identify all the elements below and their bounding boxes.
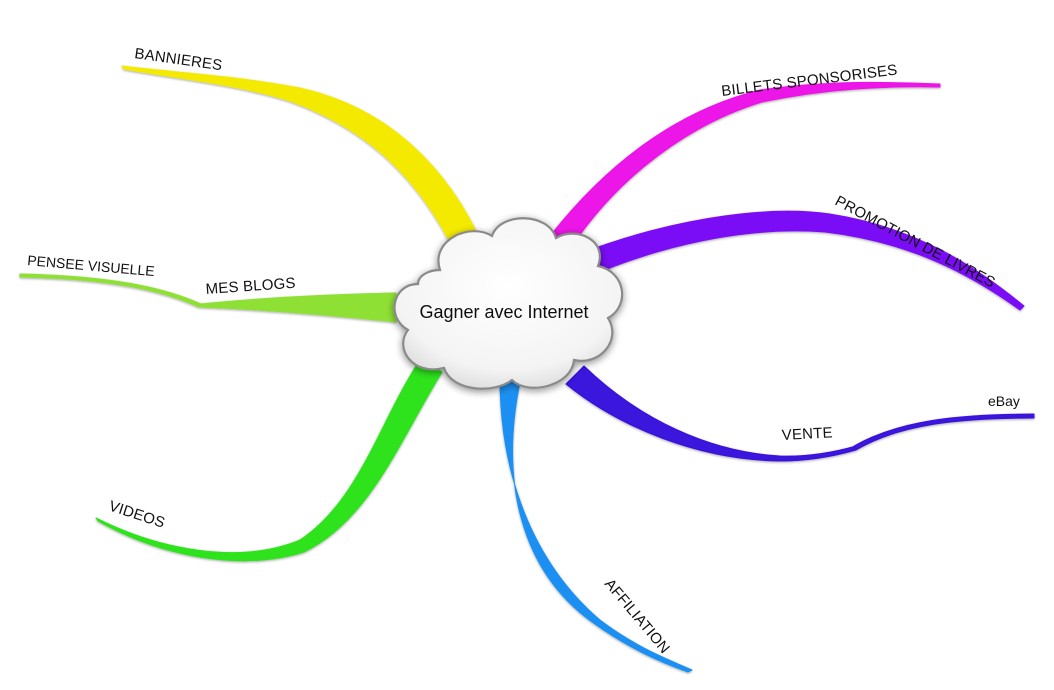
label-promotion-de-livres[interactable]: PROMOTION DE LIVRES bbox=[832, 193, 998, 292]
branch-vente[interactable] bbox=[565, 365, 1035, 462]
sub-branch-ebay-stroke bbox=[853, 413, 1035, 451]
branch-billets-sponsorises-stroke bbox=[549, 81, 941, 247]
sub-branch-pensee-visuelle-stroke bbox=[19, 273, 202, 308]
central-topic-label: Gagner avec Internet bbox=[419, 302, 588, 322]
branch-affiliation-stroke bbox=[499, 377, 693, 673]
branch-affiliation[interactable] bbox=[499, 377, 693, 673]
label-vente[interactable]: VENTE bbox=[781, 424, 833, 444]
central-topic[interactable]: Gagner avec Internet bbox=[393, 217, 624, 390]
branch-billets-sponsorises[interactable] bbox=[549, 81, 941, 247]
branch-vente-stroke bbox=[565, 365, 857, 462]
label-mes-blogs[interactable]: MES BLOGS bbox=[205, 275, 296, 298]
branch-videos[interactable] bbox=[95, 359, 443, 562]
label-ebay[interactable]: eBay bbox=[988, 393, 1020, 409]
branch-videos-stroke bbox=[95, 359, 443, 562]
branch-mes-blogs[interactable] bbox=[19, 273, 397, 323]
branches bbox=[19, 65, 1035, 673]
cloud-shape bbox=[393, 217, 624, 390]
branch-bannieres[interactable] bbox=[121, 65, 485, 255]
branch-promotion-de-livres-stroke bbox=[573, 210, 1025, 311]
branch-mes-blogs-stroke bbox=[199, 292, 397, 323]
branch-promotion-de-livres[interactable] bbox=[573, 210, 1025, 311]
label-videos[interactable]: VIDEOS bbox=[107, 498, 167, 532]
branch-bannieres-stroke bbox=[121, 65, 485, 255]
